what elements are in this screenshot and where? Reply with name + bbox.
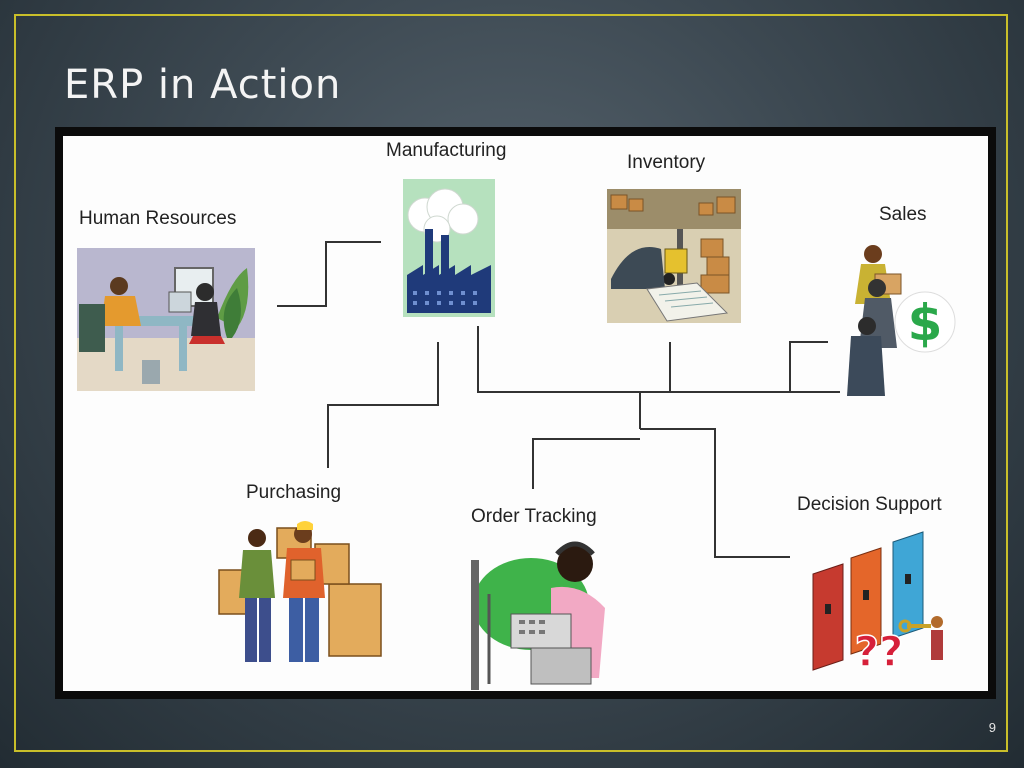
connector-hr-manufacturing (277, 241, 381, 307)
slide-frame (14, 14, 1008, 752)
label-order-tracking: Order Tracking (471, 506, 597, 527)
label-inventory: Inventory (627, 152, 706, 173)
salespeople-dollar-icon: $ (847, 245, 956, 396)
headset-operator-icon (471, 541, 605, 690)
connector-purchasing-manufacturing (327, 342, 439, 468)
warehouse-forklift-icon (607, 189, 741, 323)
label-human-resources: Human Resources (79, 208, 237, 229)
erp-diagram: $ (63, 136, 988, 691)
doors-question-icon: ?? (812, 531, 943, 677)
slide-title: ERP in Action (64, 62, 342, 108)
dollar-sign-icon: $ (908, 294, 943, 352)
connector-decision-support (640, 428, 790, 558)
label-sales: Sales (879, 204, 927, 225)
diagram-canvas: $ (77, 179, 956, 690)
office-workers-icon (77, 248, 255, 391)
page-number: 9 (988, 720, 996, 735)
label-purchasing: Purchasing (246, 482, 342, 503)
question-marks-icon: ?? (855, 627, 904, 676)
connector-manufacturing-hub (477, 326, 840, 393)
connector-lines (277, 241, 840, 558)
factory-icon (403, 179, 495, 317)
connector-sales-hub (789, 341, 828, 392)
workers-boxes-icon (218, 521, 382, 662)
label-manufacturing: Manufacturing (386, 140, 507, 161)
connector-order-tracking (532, 438, 640, 489)
label-decision-support: Decision Support (797, 494, 942, 515)
